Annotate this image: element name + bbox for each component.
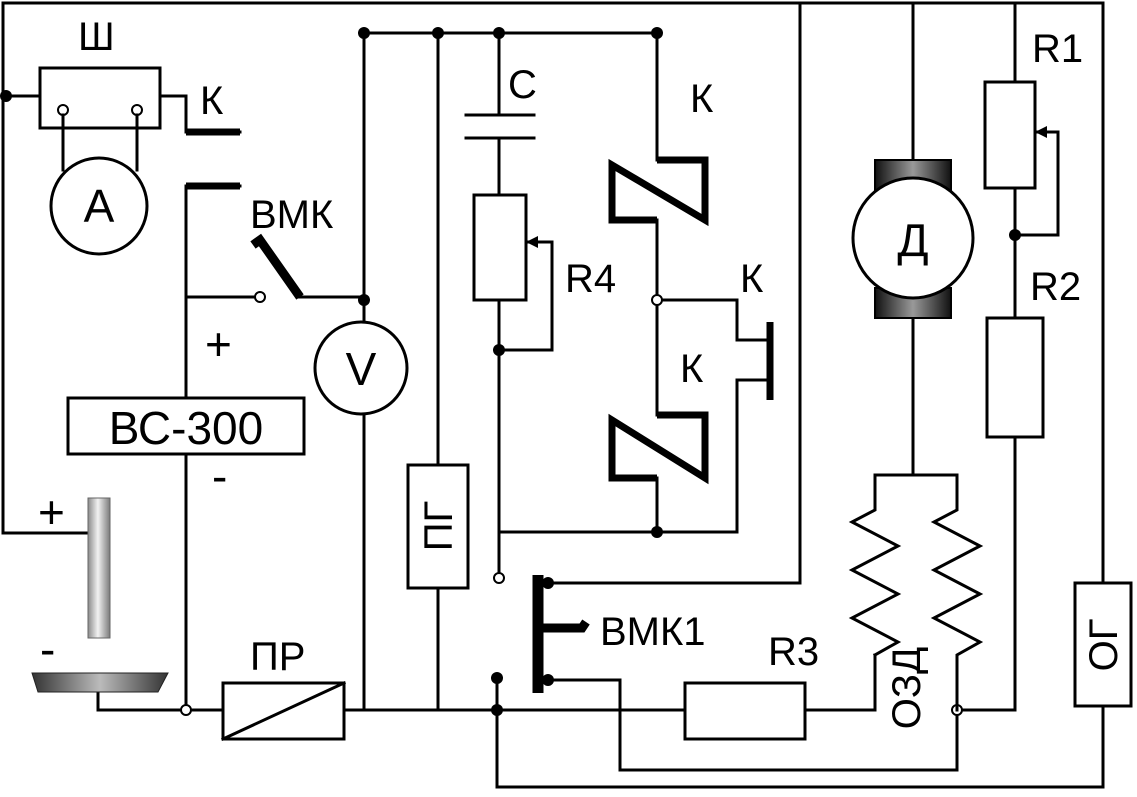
pr-label: ПР <box>250 635 305 679</box>
r1-wiper-arrow <box>1035 126 1047 138</box>
svg-text:А: А <box>84 180 115 232</box>
svg-text:V: V <box>346 343 377 395</box>
ammeter: А <box>49 156 149 256</box>
r1-label: R1 <box>1032 27 1083 71</box>
vmk-switch-blade <box>250 233 304 300</box>
wires <box>1 1 1105 789</box>
r3-resistor <box>683 681 807 741</box>
svg-text:ПГ: ПГ <box>417 501 461 551</box>
workpiece-plate <box>31 672 169 693</box>
svg-text:ОГ: ОГ <box>1082 619 1126 672</box>
electrode-minus-label: - <box>40 623 55 675</box>
svg-text:ВС-300: ВС-300 <box>109 402 263 454</box>
shunt <box>38 66 162 172</box>
vmk1-label: ВМК1 <box>600 610 706 654</box>
svg-text:Д: Д <box>897 214 928 266</box>
electrode-plus-label: + <box>38 486 65 538</box>
motor: Д <box>851 159 975 319</box>
k-upper-label: К <box>690 77 714 121</box>
k-top-label: К <box>200 79 224 123</box>
r4-resistor <box>472 193 528 302</box>
og-element: ОГ <box>1073 581 1133 708</box>
k-lower-coil <box>608 411 709 485</box>
k-lower-label: К <box>680 347 704 391</box>
electrode-rod <box>87 497 111 639</box>
r1-resistor <box>983 80 1037 190</box>
ozd-label: ОЗД <box>885 647 929 729</box>
vc300-minus-label: - <box>212 450 227 502</box>
voltmeter: V <box>313 320 409 416</box>
r2-resistor <box>985 316 1045 439</box>
capacitor-label: С <box>508 63 537 107</box>
r4-wiper-arrow <box>526 236 538 248</box>
pr-element <box>221 681 346 741</box>
k-upper-coil <box>608 156 709 227</box>
capacitor <box>464 113 536 140</box>
k-mid-label: К <box>740 257 764 301</box>
junction-dots <box>0 27 1021 716</box>
r4-label: R4 <box>565 257 616 301</box>
vc300-plus-label: + <box>205 318 232 370</box>
vc300-box: ВС-300 <box>66 396 306 456</box>
shunt-label: Ш <box>78 15 115 59</box>
ozd-winding <box>848 473 984 712</box>
vmk-label: ВМК <box>250 193 334 237</box>
r2-label: R2 <box>1030 265 1081 309</box>
pg-element: ПГ <box>406 463 470 590</box>
vmk1-lever <box>543 619 590 633</box>
r3-label: R3 <box>768 630 819 674</box>
